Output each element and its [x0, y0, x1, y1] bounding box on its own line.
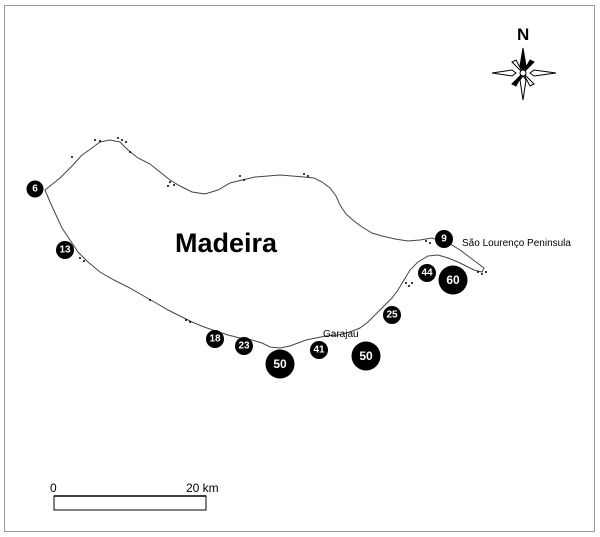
map-frame [4, 5, 595, 532]
svg-text:18: 18 [209, 334, 221, 345]
compass-rose-icon [491, 47, 557, 101]
marker-50-west: 50 [265, 349, 295, 379]
marker-18: 18 [206, 330, 224, 348]
marker-60: 60 [438, 265, 468, 295]
marker-44: 44 [418, 264, 436, 282]
island-label: Madeira [175, 228, 278, 258]
svg-text:44: 44 [421, 268, 433, 279]
marker-23: 23 [235, 337, 253, 355]
svg-text:6: 6 [32, 184, 38, 195]
svg-text:60: 60 [446, 273, 460, 287]
marker-41: 41 [310, 341, 328, 359]
garajau-label: Garajau [323, 329, 359, 340]
peninsula-label: São Lourenço Peninsula [462, 238, 571, 249]
marker-13: 13 [56, 241, 74, 259]
svg-text:50: 50 [359, 349, 373, 363]
north-label: N [517, 25, 529, 44]
marker-9: 9 [435, 230, 453, 248]
svg-text:13: 13 [59, 245, 71, 256]
svg-text:23: 23 [238, 341, 250, 352]
scale-end-label: 20 km [186, 481, 219, 495]
svg-text:41: 41 [313, 345, 325, 356]
marker-50-east: 50 [351, 341, 381, 371]
svg-text:9: 9 [441, 234, 447, 245]
marker-6: 6 [26, 180, 44, 198]
coastal-dots [71, 137, 487, 323]
scale-start-label: 0 [50, 481, 57, 495]
marker-25: 25 [383, 306, 401, 324]
svg-text:50: 50 [273, 357, 287, 371]
svg-text:25: 25 [386, 310, 398, 321]
scale-bar [53, 495, 207, 511]
